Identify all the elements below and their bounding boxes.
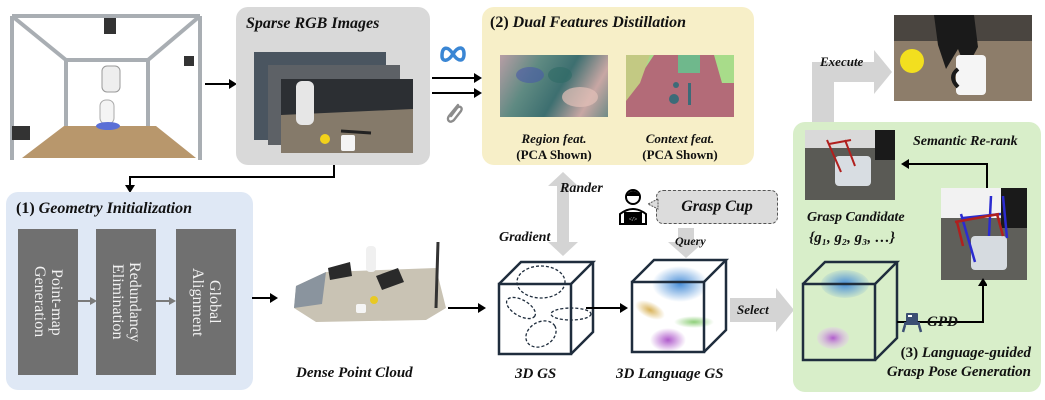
gaussian-ellipse: [525, 320, 557, 348]
region-feat-label: Region feat.: [521, 131, 587, 146]
context-feature-map: [626, 55, 734, 117]
3dgs-label: 3D GS: [515, 366, 557, 382]
execution-photo: [894, 15, 1032, 101]
blue-gaussian: [652, 266, 708, 302]
step-label: Redundancy Elimination: [109, 262, 143, 342]
gaussian-ellipse: [516, 265, 566, 299]
grasp-generation-panel: Semantic Re-rank Grasp Candidate {g₁, g₂…: [793, 122, 1041, 392]
geometry-title: (1) Geometry Initialization: [16, 200, 192, 218]
render-label: Rander: [560, 181, 603, 196]
paperclip-icon: [446, 103, 463, 123]
dual-features-panel: (2) Dual Features Distillation Region fe…: [482, 7, 754, 165]
grasp-title-line1: Language-guided: [921, 345, 1031, 361]
gpd-label: GPD: [927, 314, 958, 330]
gradient-label: Gradient: [499, 230, 551, 245]
svg-text:</>: </>: [629, 217, 638, 223]
semantic-rerank-label: Semantic Re-rank: [913, 134, 1018, 149]
features-title-prefix: (2): [490, 14, 509, 31]
sparse-rgb-title: Sparse RGB Images: [246, 15, 380, 32]
step-label: Global Alignment: [189, 267, 223, 337]
rgb-image-front: [281, 79, 413, 153]
robot-gripper-icon: [901, 313, 923, 333]
grasp-cube: [801, 260, 901, 362]
gpd-arrow: [897, 278, 987, 323]
step-global-alignment: Global Alignment: [176, 229, 236, 375]
language-gs-cube: [630, 258, 730, 354]
query-bubble: Grasp Cup: [656, 190, 778, 224]
dense-point-cloud-label: Dense Point Cloud: [296, 365, 413, 381]
grasp-candidate-image: [805, 130, 895, 200]
robot-setup-photo: [4, 8, 204, 160]
dense-point-cloud-image: [286, 238, 446, 338]
arrow-cloud-to-3dgs: [448, 303, 486, 313]
region-feat-sub: (PCA Shown): [516, 147, 592, 162]
grasp-title-prefix: (3): [900, 345, 919, 361]
step-label: Point-map Generation: [31, 266, 65, 338]
gaussian-ellipse: [505, 296, 537, 320]
arrows-images-to-features: [432, 73, 482, 98]
arrow-geometry-to-cloud: [252, 293, 278, 303]
region-feature-map: [500, 55, 608, 117]
purple-gaussian: [650, 328, 686, 352]
query-text: Grasp Cup: [681, 198, 753, 215]
arrow-step2-to-step3: [156, 297, 176, 305]
green-gaussian: [674, 316, 714, 328]
features-title-text: Dual Features Distillation: [512, 14, 687, 31]
arrow-step1-to-step2: [78, 297, 97, 305]
grasp-title-line2: Grasp Pose Generation: [886, 364, 1031, 380]
sparse-rgb-panel: Sparse RGB Images: [236, 7, 430, 165]
purple-gaussian: [817, 327, 849, 349]
meta-logo-icon: [440, 46, 466, 62]
select-arrow: [730, 288, 794, 332]
features-title: (2) Dual Features Distillation: [490, 14, 686, 32]
language-gs-label: 3D Language GS: [616, 366, 724, 382]
execute-arrow: [812, 50, 892, 124]
reranked-grasp-image: [941, 188, 1027, 280]
user-coder-icon: </>: [619, 189, 647, 225]
arrow-setup-to-images: [205, 79, 237, 89]
step-pointmap-generation: Point-map Generation: [18, 229, 78, 375]
geometry-init-panel: (1) Geometry Initialization Point-map Ge…: [6, 192, 253, 390]
geometry-title-text: Geometry Initialization: [38, 200, 192, 217]
geometry-title-prefix: (1): [16, 200, 35, 217]
grasp-title: (3) Language-guided Grasp Pose Generatio…: [887, 344, 1031, 382]
region-feat-caption: Region feat. (PCA Shown): [496, 131, 612, 163]
context-feat-caption: Context feat. (PCA Shown): [622, 131, 738, 163]
arrow-images-to-geometry: [125, 165, 335, 193]
context-feat-sub: (PCA Shown): [642, 147, 718, 162]
select-label: Select: [737, 302, 769, 317]
query-arrow: [668, 228, 704, 258]
bubble-tail: [647, 198, 659, 210]
render-gradient-arrow: [548, 172, 578, 256]
yellow-gaussian: [635, 300, 665, 320]
3dgs-cube: [497, 260, 597, 356]
arrow-3dgs-to-langgs: [586, 303, 628, 313]
execute-label: Execute: [820, 54, 864, 69]
grasp-candidate-set: {g₁, g₂, g₃, …}: [809, 230, 896, 246]
gaussian-ellipse: [550, 307, 592, 321]
step-redundancy-elimination: Redundancy Elimination: [96, 229, 156, 375]
context-feat-label: Context feat.: [645, 131, 715, 146]
grasp-candidate-label: Grasp Candidate: [807, 210, 905, 225]
query-label: Query: [675, 234, 706, 248]
